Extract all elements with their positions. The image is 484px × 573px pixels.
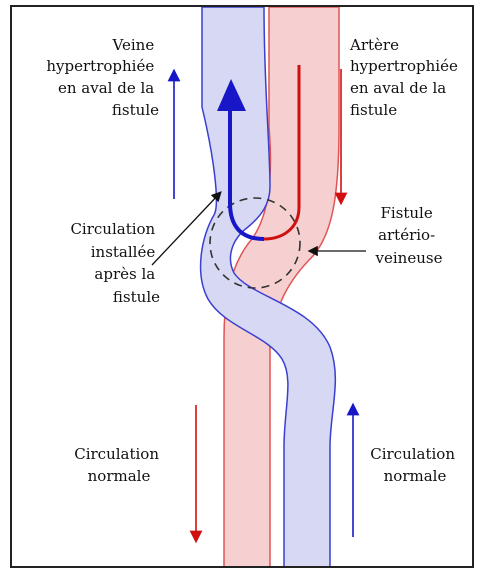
vein-top-label: Veine hypertrophiée en aval de la fistul… <box>46 36 159 119</box>
diagram-frame: Veine hypertrophiée en aval de la fistul… <box>10 5 474 568</box>
fistula-diagram: Veine hypertrophiée en aval de la fistul… <box>12 7 474 568</box>
fistula-label: Fistule artério- veineuse <box>375 204 443 267</box>
circulation-after-label: Circulation installée après la fistule <box>70 220 160 306</box>
normal-right-label: Circulation normale <box>370 445 460 485</box>
normal-left-label: Circulation normale <box>74 445 164 485</box>
artery-top-label: Artère hypertrophiée en aval de la fistu… <box>349 36 463 119</box>
